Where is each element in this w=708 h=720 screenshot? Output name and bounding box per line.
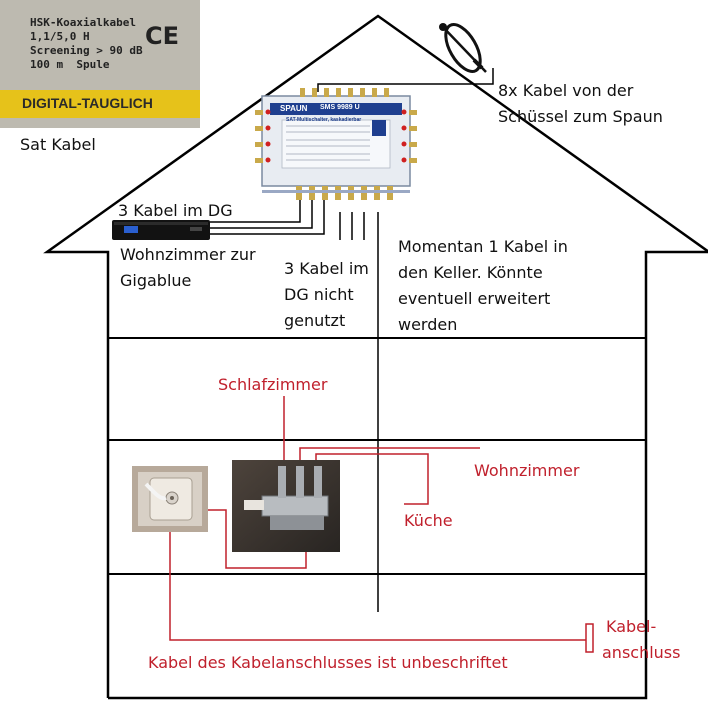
splitter-photo [232,460,340,552]
receiver-icon [112,220,210,240]
kabelanschluss-box [585,623,594,653]
label-dg-cables: 3 Kabel im DG [118,201,233,220]
label-dish-cables-1: 8x Kabel von der [498,81,634,100]
roof-outline [43,14,708,700]
satellite-dish-icon [439,23,487,73]
cable-label-text: HSK-Koaxialkabel 1,1/5,0 H Screening > 9… [30,16,143,71]
dg-cable-1 [210,200,301,223]
label-unused-3: genutzt [284,311,346,330]
dish-cable [317,68,494,92]
label-unbeschriftet: Kabel des Kabelanschlusses ist unbeschri… [148,653,508,672]
label-kabelanschluss-2: anschluss [602,643,681,662]
multiswitch-device [255,88,417,200]
label-sat-kabel: Sat Kabel [20,135,96,154]
label-schlafzimmer: Schlafzimmer [218,375,328,394]
label-kabelanschluss-1: Kabel- [606,617,657,636]
cable-wohnzimmer [299,447,480,460]
multiswitch-model: SMS 9989 U [320,104,360,111]
label-kueche: Küche [404,511,453,530]
label-unused-2: DG nicht [284,285,354,304]
label-keller-3: eventuell erweitert [398,289,551,308]
label-keller-4: werden [398,315,458,334]
cable-kabelanschluss [169,532,586,641]
cable-kueche [315,453,429,505]
dg-cable-2 [210,200,313,229]
wall-socket-photo [132,466,208,532]
digital-band-text: DIGITAL-TAUGLICH [22,95,153,111]
label-dish-cables-2: Schüssel zum Spaun [498,107,663,126]
label-wohnzimmer-1: Wohnzimmer zur [120,245,256,264]
cable-photo-link [208,509,307,569]
digital-band: DIGITAL-TAUGLICH [0,90,200,118]
cable-label-photo: HSK-Koaxialkabel 1,1/5,0 H Screening > 9… [0,0,200,128]
multiswitch-desc: SAT-Multischalter, kaskadierbar [286,117,362,123]
multiswitch-brand: SPAUN [280,104,308,113]
label-wohnzimmer-2: Gigablue [120,271,192,290]
dg-cable-3 [210,200,325,235]
label-keller-1: Momentan 1 Kabel in [398,237,568,256]
label-keller-2: den Keller. Könnte [398,263,543,282]
label-unused-1: 3 Kabel im [284,259,369,278]
ce-mark: CE [145,22,180,50]
label-wohnzimmer-red: Wohnzimmer [474,461,580,480]
